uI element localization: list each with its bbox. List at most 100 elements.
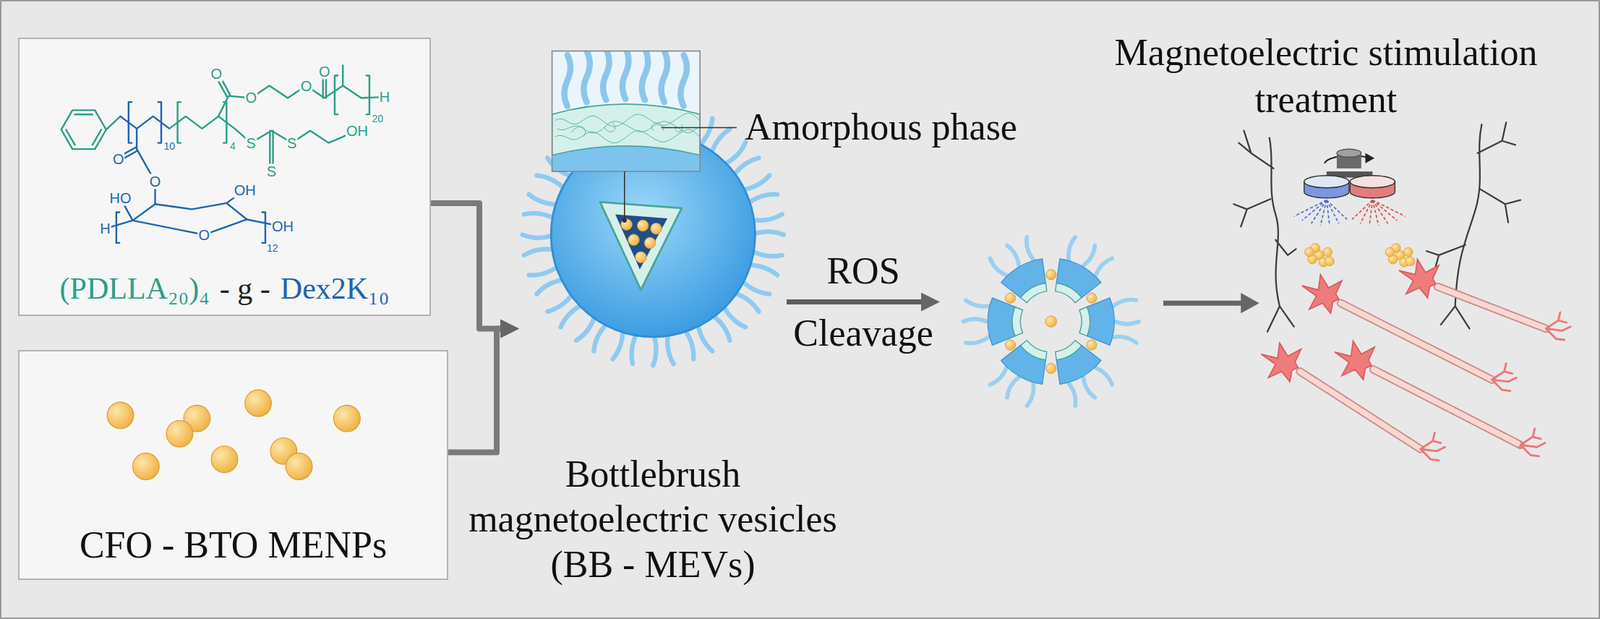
benzyl-group bbox=[61, 109, 107, 149]
polymer-box: (PDLLA₂₀)₄- g -Dex2K₁₀ bbox=[18, 37, 431, 316]
core-particles bbox=[628, 234, 640, 246]
atom-label: O bbox=[209, 65, 223, 81]
fragment-pieces bbox=[987, 258, 1115, 384]
fragment-corona bbox=[1068, 237, 1076, 260]
menp-particles bbox=[107, 389, 361, 480]
fragment-corona bbox=[1083, 377, 1095, 398]
axon-terminals bbox=[1491, 362, 1517, 391]
cleaved-fragments bbox=[963, 237, 1139, 406]
atom-label: O bbox=[197, 227, 211, 243]
pdlla-chain bbox=[169, 65, 385, 172]
edge-label-box: ROS Cleavage bbox=[772, 240, 954, 365]
released-particles bbox=[1086, 339, 1097, 350]
magnet-device bbox=[1349, 175, 1395, 188]
atom-label: 20 bbox=[370, 112, 384, 124]
menp-particles bbox=[132, 453, 160, 481]
pdlla-chain bbox=[169, 116, 358, 144]
core-particles bbox=[636, 219, 649, 232]
particle-clusters bbox=[1304, 247, 1314, 257]
zoom-inset bbox=[552, 51, 701, 173]
atom-label: O bbox=[300, 78, 314, 94]
atom-label: S bbox=[286, 135, 298, 151]
zoom-inset bbox=[564, 54, 571, 107]
fragment-corona bbox=[1068, 383, 1076, 406]
fragment-corona bbox=[965, 336, 989, 344]
process-arrow bbox=[1163, 300, 1246, 306]
released-particles bbox=[1004, 269, 1097, 374]
flow-arrow bbox=[786, 299, 932, 305]
fragment-corona bbox=[1007, 377, 1019, 398]
menp-particles bbox=[107, 401, 134, 429]
box-fill bbox=[18, 349, 449, 580]
axon-terminals bbox=[1420, 312, 1571, 461]
amorphous-layer bbox=[600, 201, 682, 290]
particle-clusters bbox=[1304, 243, 1415, 267]
fragment-corona bbox=[1096, 368, 1113, 385]
axons bbox=[1299, 287, 1546, 449]
vesicle-illustration bbox=[522, 47, 784, 366]
zoom-inset bbox=[661, 51, 668, 103]
core-particles bbox=[621, 219, 633, 231]
pdlla-chain bbox=[214, 72, 230, 97]
zoom-inset bbox=[552, 51, 701, 173]
released-particles bbox=[1046, 362, 1057, 374]
fragment-corona bbox=[965, 300, 989, 306]
fragment-pieces bbox=[1079, 306, 1090, 336]
neuron-somas bbox=[1302, 274, 1342, 314]
particle-clusters bbox=[1405, 256, 1415, 267]
zoom-inset bbox=[583, 51, 590, 103]
benzyl-group bbox=[106, 116, 121, 130]
zoom-inset bbox=[680, 54, 687, 107]
magnet-device bbox=[1352, 200, 1405, 226]
edge-label: ROS Cleavage bbox=[790, 250, 936, 354]
box-fill bbox=[18, 37, 431, 316]
menp-particles bbox=[285, 453, 313, 481]
particle-clusters bbox=[1403, 247, 1413, 257]
zoom-inset bbox=[571, 122, 683, 137]
fragment-corona bbox=[989, 368, 1007, 385]
node-text: Bottlebrush magnetoelectric vesicles (BB… bbox=[450, 451, 856, 588]
fragment-corona bbox=[1083, 245, 1095, 266]
magnet-device bbox=[1294, 200, 1347, 226]
core-particles bbox=[650, 222, 663, 235]
magnet-device bbox=[1365, 153, 1375, 164]
magnet-device bbox=[1336, 148, 1362, 157]
atom-label: 10 bbox=[162, 140, 176, 152]
pdlla-chain bbox=[218, 65, 385, 117]
core-particles bbox=[621, 219, 662, 264]
menp-particles bbox=[334, 404, 361, 432]
fragment-corona bbox=[989, 258, 1007, 275]
node-text: Magnetoelectric stimulation treatment bbox=[1094, 28, 1558, 123]
released-particles bbox=[1004, 292, 1016, 303]
fragment-corona bbox=[1113, 336, 1136, 343]
flow-arrow bbox=[430, 203, 511, 329]
particle-clusters bbox=[1385, 247, 1395, 257]
fragment-corona bbox=[1096, 258, 1113, 275]
axons bbox=[1299, 287, 1546, 449]
released-particles bbox=[1004, 339, 1016, 350]
node-text: (PDLLA₂₀)₄ bbox=[60, 271, 210, 306]
particle-clusters bbox=[1325, 256, 1335, 267]
dextran-backbone bbox=[104, 190, 283, 230]
dextran-backbone bbox=[132, 203, 247, 235]
text-holder: (PDLLA₂₀)₄- g -Dex2K₁₀ bbox=[19, 271, 430, 306]
fragment-corona bbox=[1026, 237, 1034, 260]
process-arrow bbox=[1240, 292, 1259, 314]
fragment-corona bbox=[1115, 321, 1139, 325]
leader-lines bbox=[661, 127, 737, 129]
text-holder: CFO - BTO MENPs bbox=[19, 523, 447, 567]
magnet-device bbox=[1294, 148, 1406, 226]
zoom-inset bbox=[602, 51, 609, 101]
flow-arrow bbox=[448, 328, 511, 453]
fragment-pieces bbox=[1020, 340, 1047, 361]
fragment-pieces bbox=[1055, 340, 1082, 361]
released-particles bbox=[1046, 269, 1057, 280]
dextran-backbone bbox=[116, 212, 266, 243]
treatment-node: Magnetoelectric stimulation treatment bbox=[939, 155, 1587, 496]
released-particles bbox=[1086, 292, 1097, 303]
leader-lines bbox=[624, 127, 737, 220]
zoom-inset bbox=[564, 51, 687, 107]
